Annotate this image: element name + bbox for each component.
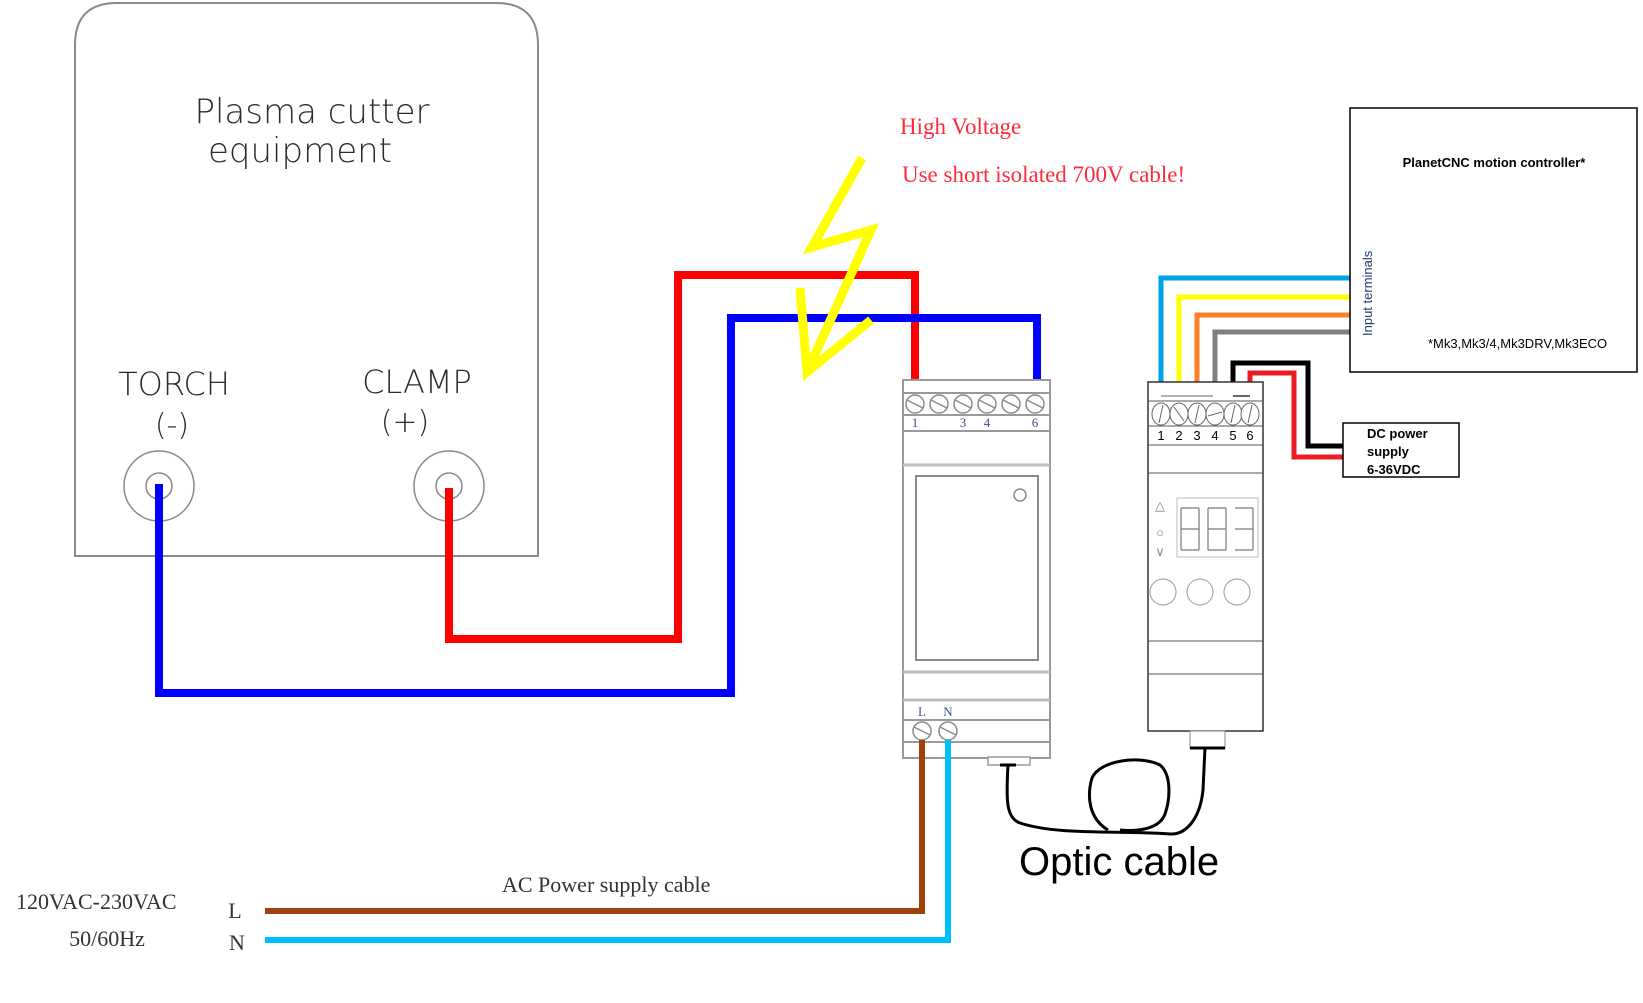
torch-negative-wire [155,314,1041,697]
terminal-label-1: 1 [912,415,919,430]
interface-terminal-2[interactable] [1169,402,1189,426]
signal-wire-1 [1158,275,1352,404]
terminal-screw-2[interactable] [929,394,949,414]
interface-terminal-4[interactable] [1205,402,1225,426]
sensor-module-led-icon [1013,488,1027,502]
display-digit [1207,507,1227,551]
interface-button-3[interactable] [1223,578,1251,606]
down-arrow-icon[interactable]: ∨ [1155,544,1165,559]
interface-button-1[interactable] [1149,578,1177,606]
terminal-screw-4[interactable] [977,394,997,414]
controller-box [1349,107,1638,373]
terminal-screw-3[interactable] [953,394,973,414]
ok-circle-icon[interactable]: ○ [1156,525,1164,540]
interface-terminal-5[interactable] [1223,402,1243,426]
interface-terminal-label-2: 2 [1175,428,1182,443]
ac-neutral-label: N [229,930,245,955]
sensor-top-terminals [905,394,1045,414]
plasma-unit-body [74,2,539,557]
ac-frequency-label: 50/60Hz [69,926,145,951]
interface-terminal-6[interactable] [1240,402,1260,426]
seven-segment-display [1176,497,1259,558]
plasma-unit-title-line2: equipment [208,131,392,171]
interface-terminal-3[interactable] [1187,402,1207,426]
clamp-positive-wire [445,271,919,643]
optic-cable-label: Optic cable [1019,840,1219,884]
terminal-label-N: N [943,704,953,719]
high-voltage-label: High Voltage [900,114,1021,139]
plasma-unit-title-line1: Plasma cutter [194,92,429,132]
torch-label: TORCH [118,365,230,403]
cable-warning-label: Use short isolated 700V cable! [902,162,1185,187]
up-arrow-icon[interactable]: △ [1155,498,1165,513]
terminal-screw-6[interactable] [1025,394,1045,414]
clamp-label: CLAMP [362,363,472,401]
plasma-cutter-unit: Plasma cutter equipment TORCH (-) CLAMP … [74,2,539,557]
interface-terminal-1[interactable] [1151,402,1171,426]
sensor-module-window [915,475,1039,661]
display-digits [1180,507,1254,551]
dc-power-supply: DC power supply 6-36VDC [1342,422,1460,478]
interface-button-2[interactable] [1186,578,1214,606]
ac-line-wire [265,740,925,914]
display-digit [1180,507,1200,551]
terminal-screw-L[interactable] [912,721,932,741]
lightning-bolt-icon [795,155,880,381]
interface-terminal-label-6: 6 [1246,428,1253,443]
interface-terminals [1151,402,1260,426]
terminal-label-4: 4 [984,415,991,430]
ac-voltage-label: 120VAC-230VAC [16,889,177,914]
clamp-polarity: (+) [381,405,430,440]
dc-supply-line3: 6-36VDC [1367,462,1421,477]
interface-terminal-label-1: 1 [1157,428,1164,443]
controller-title: PlanetCNC motion controller* [1403,155,1587,170]
interface-terminal-label-3: 3 [1193,428,1200,443]
dc-negative-wire [1230,360,1343,449]
interface-terminal-label-4: 4 [1211,428,1218,443]
torch-polarity: (-) [155,408,189,443]
input-terminals-label: Input terminals [1360,250,1375,336]
ac-line-label: L [228,898,241,923]
interface-optic-port[interactable] [1189,730,1226,749]
terminal-label-6: 6 [1032,415,1039,430]
signal-wire-3 [1194,312,1352,404]
plasma-sensor-module: 1 3 4 6 L N [902,379,1051,766]
terminal-screw-1[interactable] [905,394,925,414]
ac-neutral-wire [265,740,951,943]
terminal-label-L: L [918,704,926,719]
planetcnc-controller: PlanetCNC motion controller* *Mk3,Mk3/4,… [1349,107,1638,373]
terminal-screw-5[interactable] [1001,394,1021,414]
ac-cable-label: AC Power supply cable [502,872,710,897]
controller-footnote: *Mk3,Mk3/4,Mk3DRV,Mk3ECO [1428,336,1607,351]
display-digit [1235,507,1254,551]
terminal-label-3: 3 [960,415,967,430]
signal-wire-2 [1176,294,1352,404]
dc-supply-box [1342,422,1460,478]
dc-supply-line2: supply [1367,444,1410,459]
terminal-screw-N[interactable] [938,721,958,741]
dc-supply-line1: DC power [1367,426,1428,441]
interface-terminal-label-5: 5 [1229,428,1236,443]
signal-wire-4 [1212,329,1352,404]
optic-cable [1000,747,1207,836]
